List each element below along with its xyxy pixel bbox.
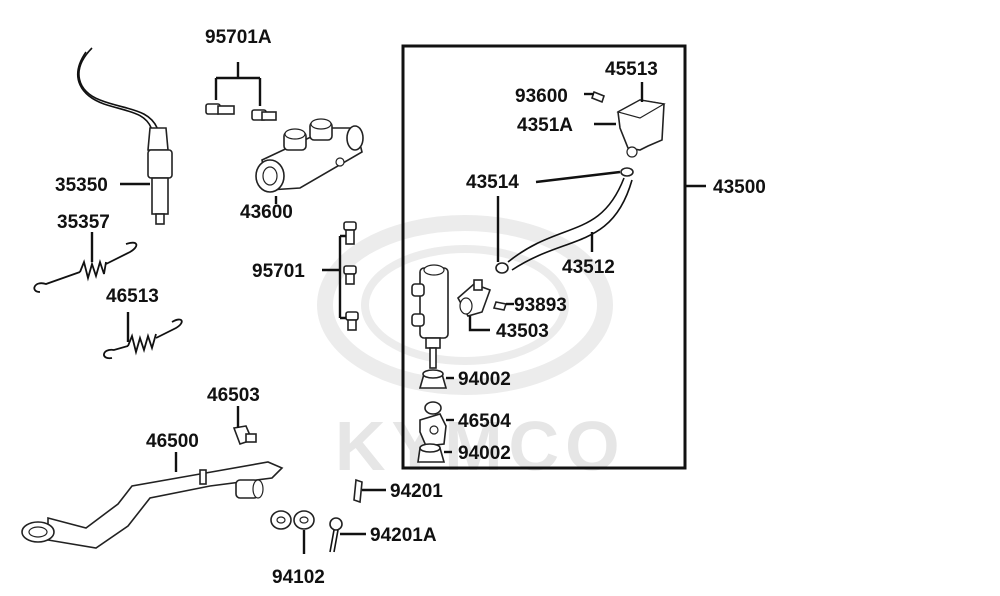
part-94002-nut-upper bbox=[418, 369, 448, 415]
assembly-frame-43500 bbox=[401, 44, 687, 470]
label-94201: 94201 bbox=[390, 481, 443, 502]
label-95701: 95701 bbox=[252, 261, 305, 282]
label-93893: 93893 bbox=[514, 295, 567, 316]
label-46504: 46504 bbox=[458, 411, 511, 432]
label-43514: 43514 bbox=[466, 172, 519, 193]
label-94102: 94102 bbox=[272, 567, 325, 588]
label-94002-upper: 94002 bbox=[458, 369, 511, 390]
part-95701A-bolts bbox=[205, 103, 277, 121]
part-94201A-pin bbox=[329, 517, 343, 553]
label-35350: 35350 bbox=[55, 175, 108, 196]
leader-43503 bbox=[468, 316, 490, 332]
part-93600-screw bbox=[591, 90, 605, 104]
leader-95701A bbox=[214, 62, 262, 106]
label-43500: 43500 bbox=[713, 177, 766, 198]
part-94002-nut-lower bbox=[417, 443, 446, 463]
part-46513-spring bbox=[103, 318, 183, 360]
part-46500-pedal bbox=[21, 461, 284, 549]
label-46503: 46503 bbox=[207, 385, 260, 406]
part-35350-switch bbox=[76, 47, 173, 225]
part-95701-bolts bbox=[343, 221, 359, 331]
watermark-text: KYMCO bbox=[335, 407, 626, 485]
label-43512: 43512 bbox=[562, 257, 615, 278]
label-43600: 43600 bbox=[240, 202, 293, 223]
part-46503-clip bbox=[232, 425, 257, 446]
part-35357-spring bbox=[33, 241, 138, 293]
label-95701A: 95701A bbox=[205, 27, 272, 48]
label-46513: 46513 bbox=[106, 286, 159, 307]
label-45513: 45513 bbox=[605, 59, 658, 80]
label-94201A: 94201A bbox=[370, 525, 437, 546]
brand-watermark: KYMCO bbox=[317, 215, 626, 485]
leader-43514 bbox=[496, 170, 621, 262]
label-43503: 43503 bbox=[496, 321, 549, 342]
part-94102-washers bbox=[270, 510, 315, 530]
part-master-cylinder bbox=[411, 264, 449, 369]
leader-95701 bbox=[322, 234, 346, 320]
part-45513-reservoir bbox=[616, 99, 666, 158]
part-93893-screw bbox=[492, 301, 508, 311]
part-43503-fitting bbox=[456, 279, 492, 317]
label-4351A: 4351A bbox=[517, 115, 573, 136]
part-43514-clamp bbox=[495, 167, 634, 274]
label-93600: 93600 bbox=[515, 86, 568, 107]
label-94002-lower: 94002 bbox=[458, 443, 511, 464]
part-43512-hose bbox=[507, 177, 633, 271]
part-94201-pin bbox=[353, 478, 363, 504]
label-46500: 46500 bbox=[146, 431, 199, 452]
part-43600-valve bbox=[255, 118, 364, 193]
part-46504-clevis bbox=[419, 413, 447, 447]
label-35357: 35357 bbox=[57, 212, 110, 233]
